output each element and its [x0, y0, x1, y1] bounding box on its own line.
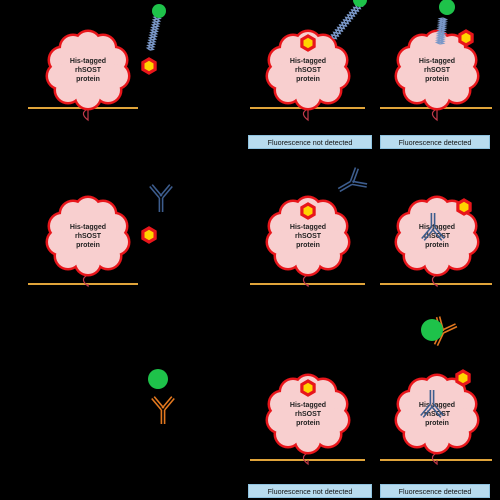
fluorophore [353, 0, 367, 7]
sost-ligand [455, 369, 471, 387]
sost-ligand [456, 198, 472, 216]
primary-antibody [420, 390, 444, 418]
sost-ligand [300, 34, 316, 52]
fluorophore [148, 369, 168, 389]
protein-body [48, 32, 128, 108]
protein-body [268, 198, 348, 274]
secondary-antibody [151, 396, 175, 424]
aptamer-strand [434, 17, 449, 45]
sost-ligand [458, 29, 474, 47]
protein-body [268, 32, 348, 108]
protein-body [397, 32, 477, 108]
fluorophore [152, 4, 166, 18]
fluorophore [421, 319, 443, 341]
protein-body [48, 198, 128, 274]
primary-antibody [337, 167, 368, 193]
primary-antibody [421, 213, 445, 241]
sost-ligand [141, 57, 157, 75]
sost-ligand [300, 379, 316, 397]
protein-body [268, 376, 348, 452]
label-row1-not-detected: Fluorescence not detected [248, 135, 372, 149]
sost-ligand [141, 226, 157, 244]
sost-ligand [300, 202, 316, 220]
primary-antibody [149, 184, 173, 212]
aptamer-strand [145, 13, 163, 51]
aptamer-strand [330, 1, 364, 40]
fluorophore [439, 0, 455, 15]
label-row3-not-detected: Fluorescence not detected [248, 484, 372, 498]
label-row1-detected: Fluorescence detected [380, 135, 490, 149]
label-row3-detected: Fluorescence detected [380, 484, 490, 498]
